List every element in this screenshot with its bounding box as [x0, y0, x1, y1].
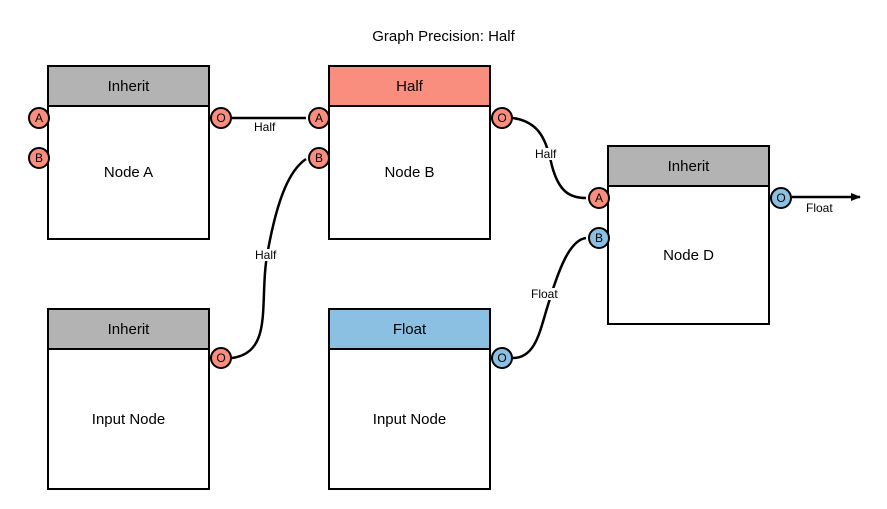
- input-node-middle-label: Input Node: [372, 410, 447, 428]
- edge-label-inmid-to-d: Float: [529, 287, 560, 301]
- edge-label-d-output: Float: [804, 201, 835, 215]
- edge-b-to-d: [512, 116, 587, 200]
- input-node-middle-header: Float: [330, 310, 489, 350]
- node-b-label: Node B: [384, 164, 435, 181]
- node-input-node-left[interactable]: Inherit Input Node: [47, 308, 210, 490]
- port-node-a-output-o[interactable]: O: [210, 107, 232, 129]
- node-input-node-middle[interactable]: Float Input Node: [328, 308, 491, 490]
- node-node-a[interactable]: Inherit Node A: [47, 65, 210, 240]
- node-node-b[interactable]: Half Node B: [328, 65, 491, 240]
- node-b-header: Half: [330, 67, 489, 107]
- port-input-node-left-output-o[interactable]: O: [210, 347, 232, 369]
- node-a-label: Node A: [103, 164, 154, 181]
- page-title: Graph Precision: Half: [372, 28, 515, 45]
- edge-label-b-to-d: Half: [533, 147, 559, 161]
- port-node-b-input-a[interactable]: A: [308, 107, 330, 129]
- port-node-a-input-a[interactable]: A: [28, 107, 50, 129]
- node-node-d[interactable]: Inherit Node D: [607, 145, 770, 325]
- node-d-label: Node D: [663, 246, 714, 264]
- port-node-a-input-b[interactable]: B: [28, 147, 50, 169]
- port-node-b-input-b[interactable]: B: [308, 147, 330, 169]
- input-node-left-label: Input Node: [91, 410, 166, 428]
- edge-label-a-to-b: Half: [252, 120, 278, 134]
- port-node-d-input-b[interactable]: B: [588, 227, 610, 249]
- port-input-node-middle-output-o[interactable]: O: [491, 347, 513, 369]
- node-d-header: Inherit: [609, 147, 768, 187]
- port-node-d-input-a[interactable]: A: [588, 187, 610, 209]
- input-node-left-header: Inherit: [49, 310, 208, 350]
- port-node-d-output-o[interactable]: O: [770, 187, 792, 209]
- edge-inmid-to-d: [512, 236, 587, 360]
- node-a-header: Inherit: [49, 67, 208, 107]
- edge-label-inleft-to-b: Half: [253, 248, 279, 262]
- port-node-b-output-o[interactable]: O: [491, 107, 513, 129]
